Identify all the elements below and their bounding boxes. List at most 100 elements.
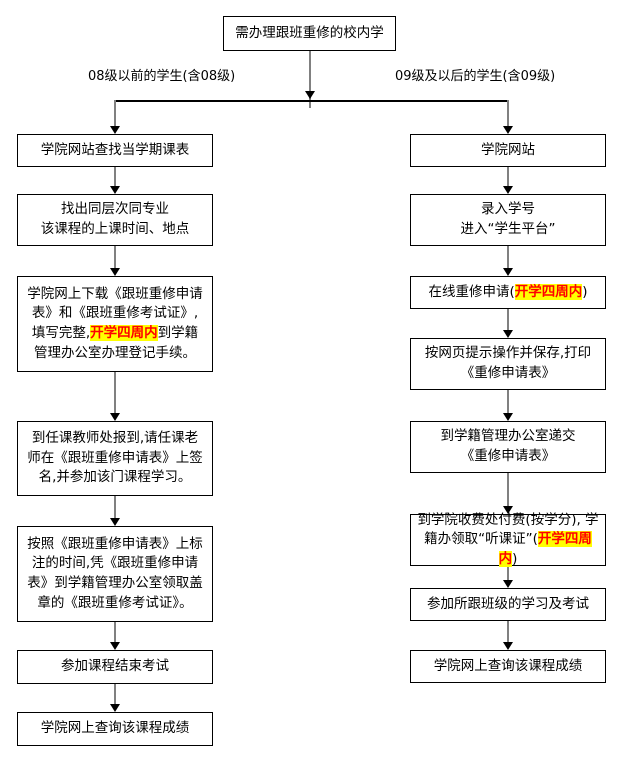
- arrow-head-icon: [503, 580, 513, 588]
- arrow-head-icon: [503, 126, 513, 134]
- node-text-line: 到任课教师处报到,请任课老: [24, 429, 206, 449]
- right-step-4: 按网页提示操作并保存,打印《重修申请表》: [410, 338, 606, 390]
- node-text-run: 到学院收费处付费(按学分), 学: [417, 511, 599, 528]
- right-step-6-label: 到学院收费处付费(按学分), 学籍办领取“听课证”(开学四周内): [417, 511, 599, 570]
- node-text-run: 管理办公室办理登记手续。: [34, 344, 196, 361]
- node-text-run: 表》和《跟班重修考试证》,: [31, 305, 199, 322]
- arrow-head-icon: [503, 506, 513, 514]
- node-text-line: 名,并参加该门课程学习。: [24, 468, 206, 488]
- node-text-line: 按网页提示操作并保存,打印: [417, 344, 599, 364]
- left-step-3-label: 学院网上下载《跟班重修申请表》和《跟班重修考试证》,填写完整,开学四周内到学籍管…: [24, 285, 206, 363]
- node-text-line: 表》和《跟班重修考试证》,: [24, 304, 206, 324]
- right-step-6: 到学院收费处付费(按学分), 学籍办领取“听课证”(开学四周内): [410, 512, 606, 567]
- node-text-line: 表》到学籍管理办公室领取盖: [24, 574, 206, 594]
- node-text-line: 参加所跟班级的学习及考试: [417, 595, 599, 615]
- right-step-8-label: 学院网上查询该课程成绩: [417, 657, 599, 677]
- node-text-run: 学院网上查询该课程成绩: [40, 720, 190, 737]
- connector-line: [114, 100, 116, 127]
- node-text-run: 《重修申请表》: [460, 448, 556, 464]
- connector-line: [507, 473, 509, 507]
- branch-label-left: 08级以前的学生(含08级): [88, 69, 236, 84]
- root-node: 需办理跟班重修的校内学: [223, 16, 396, 51]
- connector-line: [507, 167, 509, 187]
- node-text-run: 名,并参加该门课程学习。: [38, 469, 192, 486]
- left-step-5-label: 按照《跟班重修申请表》上标注的时间,凭《跟班重修申请表》到学籍管理办公室领取盖章…: [24, 535, 206, 613]
- connector-line: [507, 309, 509, 331]
- connector-line: [507, 246, 509, 269]
- connector-line: [114, 100, 509, 102]
- connector-line: [114, 496, 116, 519]
- arrow-head-icon: [503, 413, 513, 421]
- node-text-line: 学院网上下载《跟班重修申请: [24, 285, 206, 305]
- node-text-run: 该课程的上课时间、地点: [40, 221, 190, 237]
- node-text-run: 进入“学生平台”: [460, 221, 556, 237]
- node-text-run: 录入学号: [481, 201, 535, 218]
- connector-line: [114, 246, 116, 269]
- node-text-line: 籍办领取“听课证”(开学四周内): [417, 530, 599, 569]
- node-text-run: 到学籍: [157, 325, 199, 341]
- node-text-line: 学院网站: [417, 141, 599, 161]
- left-step-4-label: 到任课教师处报到,请任课老师在《跟班重修申请表》上签名,并参加该门课程学习。: [24, 429, 206, 488]
- deadline-highlight: 开学四周内: [90, 325, 158, 341]
- arrow-head-icon: [110, 518, 120, 526]
- node-text-line: 在线重修申请(开学四周内): [417, 283, 599, 303]
- arrow-head-icon: [110, 642, 120, 650]
- node-text-run: 填写完整,: [31, 325, 91, 341]
- node-text-line: 找出同层次同专业: [24, 200, 206, 220]
- left-step-6-label: 参加课程结束考试: [24, 657, 206, 677]
- node-text-run: 表》到学籍管理办公室领取盖: [27, 575, 203, 591]
- left-step-5: 按照《跟班重修申请表》上标注的时间,凭《跟班重修申请表》到学籍管理办公室领取盖章…: [17, 526, 213, 622]
- right-step-1-label: 学院网站: [417, 141, 599, 161]
- connector-line: [114, 167, 116, 187]
- right-step-5: 到学籍管理办公室递交《重修申请表》: [410, 421, 606, 473]
- node-text-run: 注的时间,凭《跟班重修申请: [31, 555, 199, 572]
- node-text-run: 师在《跟班重修申请表》上签: [27, 449, 203, 466]
- right-step-3: 在线重修申请(开学四周内): [410, 276, 606, 309]
- connector-line: [114, 684, 116, 705]
- right-step-7-label: 参加所跟班级的学习及考试: [417, 595, 599, 615]
- node-text-line: 《重修申请表》: [417, 364, 599, 384]
- node-text-run: 章的《跟班重修考试证》。: [37, 594, 193, 611]
- left-step-1: 学院网站查找当学期课表: [17, 134, 213, 167]
- node-text-run: 在线重修申请(: [428, 283, 515, 300]
- node-text-run: 学院网上查询该课程成绩: [433, 657, 583, 674]
- left-step-7: 学院网上查询该课程成绩: [17, 712, 213, 746]
- left-step-2-label: 找出同层次同专业该课程的上课时间、地点: [24, 200, 206, 239]
- node-text-line: 按照《跟班重修申请表》上标: [24, 535, 206, 555]
- right-step-1: 学院网站: [410, 134, 606, 167]
- node-text-line: 《重修申请表》: [417, 447, 599, 467]
- right-step-3-label: 在线重修申请(开学四周内): [417, 283, 599, 303]
- arrow-head-icon: [503, 642, 513, 650]
- arrow-head-icon: [110, 186, 120, 194]
- node-text-run: 找出同层次同专业: [61, 201, 169, 218]
- node-text-run: 到任课教师处报到,请任课老: [31, 430, 199, 447]
- right-step-5-label: 到学籍管理办公室递交《重修申请表》: [417, 427, 599, 466]
- arrow-head-icon: [503, 186, 513, 194]
- node-text-run: 学院网站查找当学期课表: [40, 141, 190, 158]
- node-text-run: 到学籍管理办公室递交: [440, 428, 576, 445]
- arrow-head-icon: [503, 330, 513, 338]
- node-text-run: ): [512, 550, 518, 567]
- node-text-run: 《重修申请表》: [460, 365, 556, 381]
- node-text-run: 学院网站: [481, 141, 535, 158]
- branch-label-right: 09级及以后的学生(含09级): [395, 69, 556, 84]
- node-text-run: 按照《跟班重修申请表》上标: [27, 535, 203, 552]
- node-text-line: 参加课程结束考试: [24, 657, 206, 677]
- node-text-line: 进入“学生平台”: [417, 220, 599, 240]
- arrow-head-icon: [110, 126, 120, 134]
- node-text-line: 学院网站查找当学期课表: [24, 141, 206, 161]
- node-text-line: 学院网上查询该课程成绩: [24, 719, 206, 739]
- node-text-run: ): [582, 283, 588, 300]
- connector-line: [507, 100, 509, 127]
- right-step-2-label: 录入学号进入“学生平台”: [417, 200, 599, 239]
- connector-line: [507, 390, 509, 414]
- node-text-line: 填写完整,开学四周内到学籍: [24, 324, 206, 344]
- node-text-line: 管理办公室办理登记手续。: [24, 344, 206, 364]
- arrow-head-icon: [110, 268, 120, 276]
- node-text-line: 到学籍管理办公室递交: [417, 427, 599, 447]
- arrow-head-icon: [503, 268, 513, 276]
- right-step-7: 参加所跟班级的学习及考试: [410, 588, 606, 621]
- left-step-1-label: 学院网站查找当学期课表: [24, 141, 206, 161]
- right-step-4-label: 按网页提示操作并保存,打印《重修申请表》: [417, 344, 599, 383]
